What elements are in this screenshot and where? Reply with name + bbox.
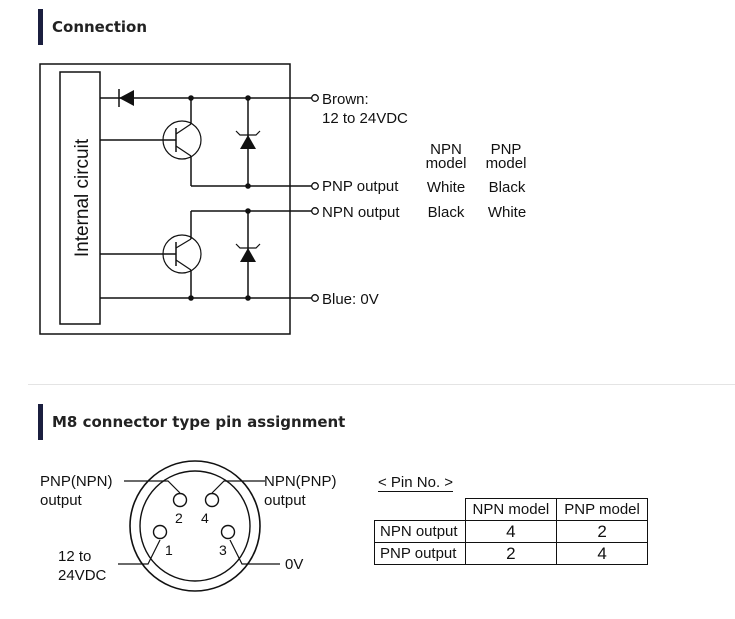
pin-assignment-table: NPN model PNP model NPN output 4 2 PNP o… <box>374 498 648 565</box>
internal-circuit-box <box>59 71 101 325</box>
cell-npn: 2 <box>464 542 558 565</box>
blue-terminal <box>311 294 319 302</box>
pin-4 <box>204 492 220 508</box>
pin-table-title: < Pin No. > <box>378 474 454 492</box>
table-corner <box>375 499 466 521</box>
connector-inner-ring <box>139 470 251 582</box>
pin-1 <box>152 524 168 540</box>
left-bottom-label-2: 24VDC <box>58 567 107 584</box>
table-header-row: NPN model PNP model <box>375 498 648 521</box>
lower-zener-diode <box>240 248 256 262</box>
npn-output-label: NPN output <box>322 204 400 221</box>
left-top-label-2: output <box>40 492 83 509</box>
brown-terminal <box>311 94 319 102</box>
pnp-row-pnp-color: Black <box>489 179 526 196</box>
col-pnp-line2: model <box>486 155 527 172</box>
m8-heading-text: M8 connector type pin assignment <box>52 413 346 431</box>
col-npn-line1: NPN <box>430 141 462 158</box>
pin-label-2: 2 <box>175 510 183 526</box>
pin-label-4: 4 <box>201 510 209 526</box>
cell-npn: 4 <box>464 520 558 543</box>
pin-2 <box>172 492 188 508</box>
brown-label: Brown: <box>322 91 369 108</box>
brown-voltage: 12 to 24VDC <box>322 110 408 127</box>
section-divider <box>28 384 735 385</box>
npn-output-terminal <box>311 207 319 215</box>
connection-heading: Connection <box>38 9 147 45</box>
cell-pnp: 4 <box>556 542 648 565</box>
connection-heading-text: Connection <box>52 18 148 36</box>
left-top-label-1: PNP(NPN) <box>40 473 113 490</box>
protection-diode <box>119 90 134 106</box>
m8-connector-diagram: 1 2 3 4 PNP(NPN) output NPN(PNP) output … <box>40 460 337 592</box>
pin-3 <box>220 524 236 540</box>
table-header-npn: NPN model <box>464 498 558 521</box>
table-header-pnp: PNP model <box>556 498 648 521</box>
pnp-output-label: PNP output <box>322 178 399 195</box>
table-row: NPN output 4 2 <box>374 520 648 543</box>
connection-diagram: Internal circuit Brown: 12 to 24VDC PNP … <box>39 63 527 335</box>
npn-row-pnp-color: White <box>488 204 526 221</box>
col-npn-line2: model <box>426 155 467 172</box>
col-pnp-line1: PNP <box>491 141 522 158</box>
upper-zener-diode <box>240 135 256 149</box>
cell-pnp: 2 <box>556 520 648 543</box>
npn-row-npn-color: Black <box>428 204 465 221</box>
blue-label: Blue: 0V <box>322 291 379 308</box>
pin-label-3: 3 <box>219 542 227 558</box>
m8-heading: M8 connector type pin assignment <box>38 404 345 440</box>
right-top-label-2: output <box>264 492 307 509</box>
connector-outer-ring <box>129 460 261 592</box>
pin-label-1: 1 <box>165 542 173 558</box>
internal-circuit-label: Internal circuit <box>72 138 93 257</box>
left-bottom-label-1: 12 to <box>58 548 91 565</box>
pnp-row-npn-color: White <box>427 179 465 196</box>
right-bottom-label: 0V <box>285 556 303 573</box>
table-row: PNP output 2 4 <box>374 542 648 565</box>
sensor-housing <box>39 63 291 335</box>
pnp-output-terminal <box>311 182 319 190</box>
row-label: PNP output <box>374 542 466 565</box>
row-label: NPN output <box>374 520 466 543</box>
right-top-label-1: NPN(PNP) <box>264 473 337 490</box>
